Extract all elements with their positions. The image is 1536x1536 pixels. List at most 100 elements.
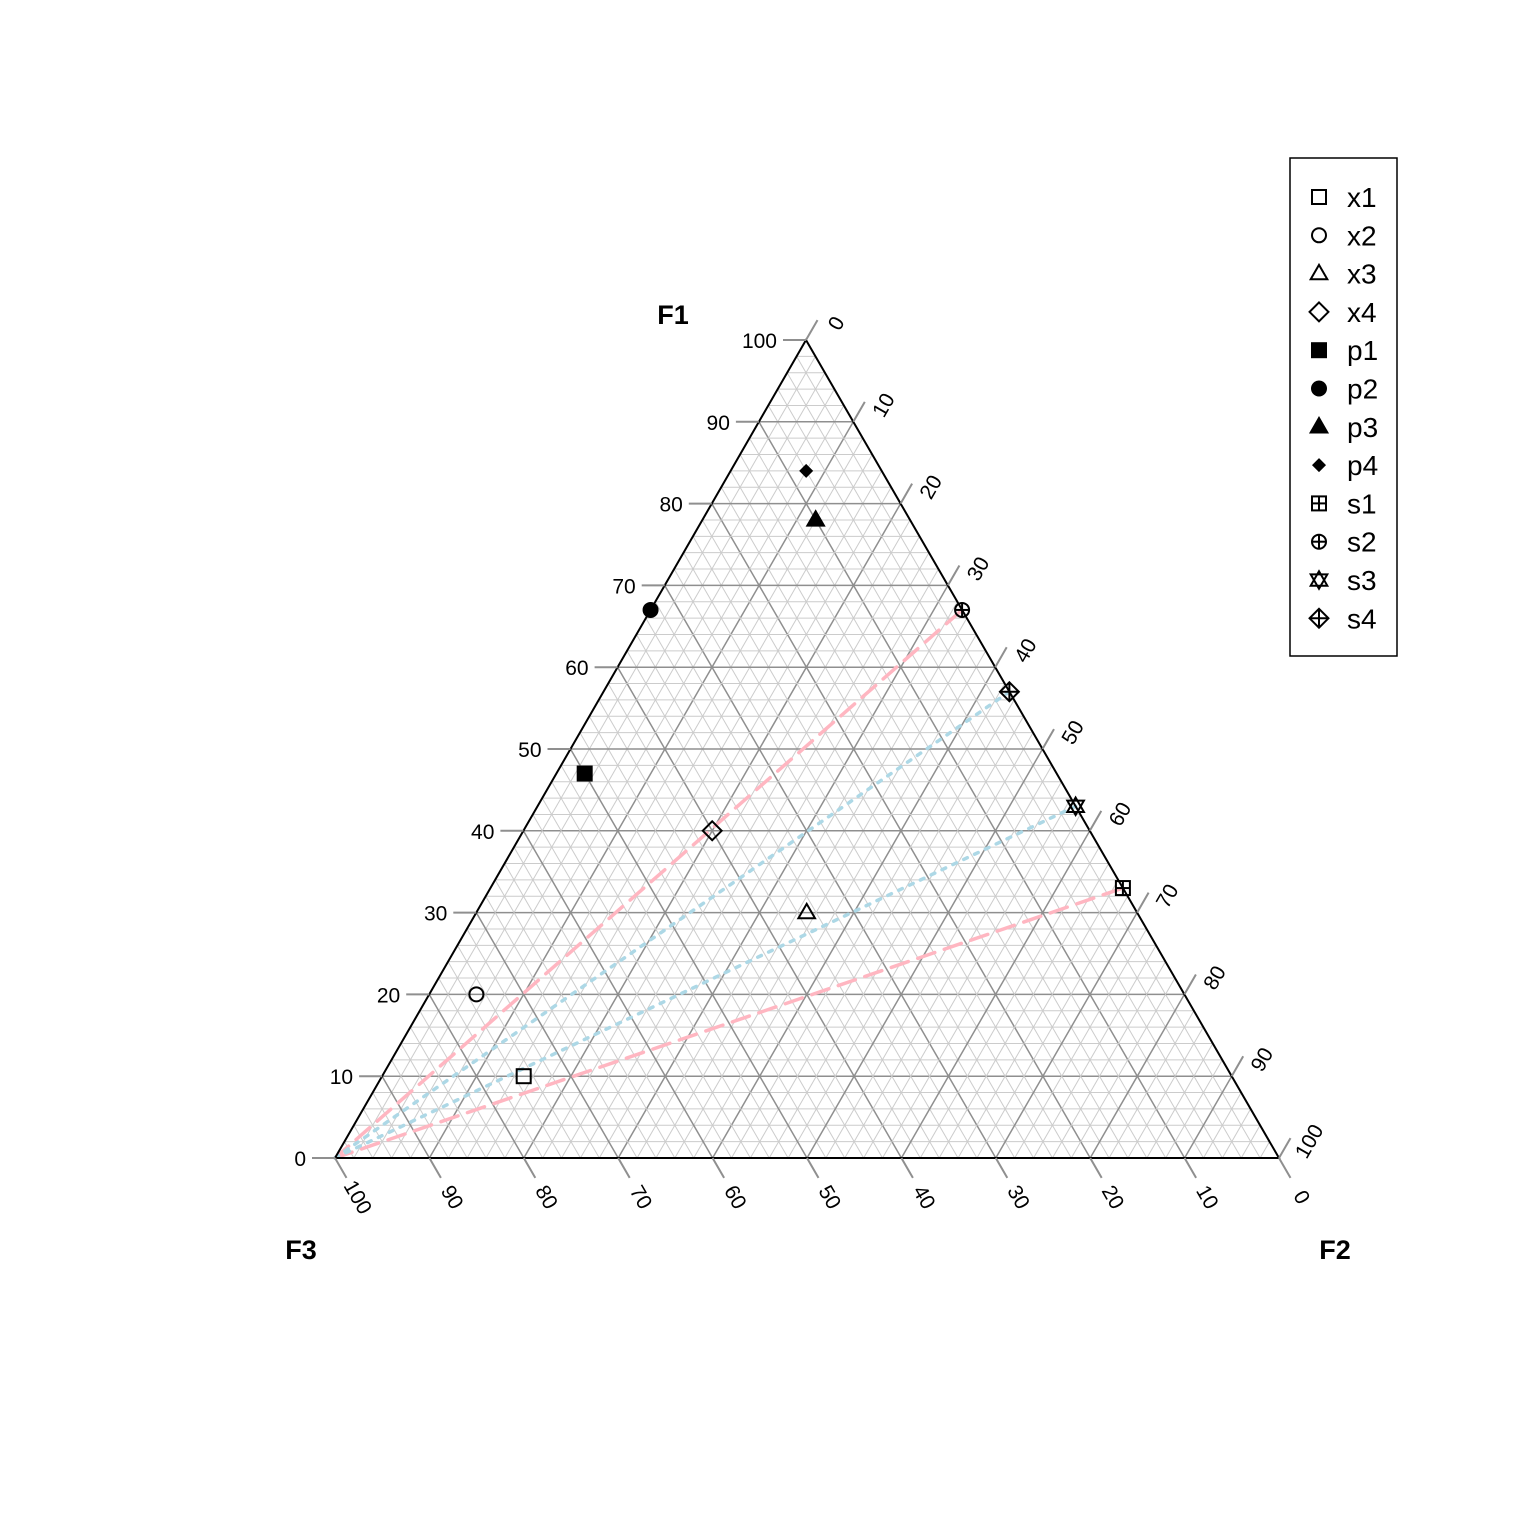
point-s4 bbox=[998, 680, 1021, 703]
legend-marker-x3 bbox=[1308, 262, 1330, 281]
legend-label-p3: p3 bbox=[1347, 412, 1378, 443]
tick-f3 bbox=[1183, 1157, 1197, 1179]
grid-line-f3 bbox=[372, 1092, 411, 1159]
legend-box bbox=[1289, 157, 1398, 657]
tick-label-f1: 40 bbox=[471, 821, 494, 844]
tick-label-f2: 30 bbox=[963, 553, 995, 585]
point-s3 bbox=[1065, 795, 1086, 818]
legend-label-s4: s4 bbox=[1347, 603, 1377, 634]
grid-line-f3 bbox=[541, 797, 751, 1159]
axis-title-f3: F3 bbox=[285, 1235, 317, 1265]
legend-marker-p2 bbox=[1311, 380, 1327, 397]
tick-label-f3: 90 bbox=[436, 1182, 468, 1214]
grid-line-f3 bbox=[419, 1010, 506, 1159]
tick-label-f2: 50 bbox=[1057, 717, 1089, 749]
legend-marker-p1 bbox=[1311, 342, 1327, 359]
point-p1 bbox=[576, 765, 593, 782]
grid-line-f2 bbox=[1146, 1043, 1214, 1159]
grid-line-f2 bbox=[674, 634, 977, 1159]
tick-f2 bbox=[899, 483, 913, 505]
grid-line-f2 bbox=[825, 765, 1053, 1159]
grid-line-f3 bbox=[475, 912, 619, 1159]
grid-line-f3 bbox=[720, 486, 1110, 1159]
tick-label-f3: 80 bbox=[530, 1182, 562, 1214]
grid-line-f3 bbox=[409, 1026, 487, 1159]
legend-label-s1: s1 bbox=[1347, 488, 1377, 519]
tick-f2 bbox=[1278, 1137, 1292, 1159]
grid-line-f2 bbox=[693, 650, 987, 1159]
point-x3 bbox=[796, 901, 817, 920]
tick-label-f3: 40 bbox=[908, 1182, 940, 1214]
tick-label-f3: 10 bbox=[1191, 1182, 1223, 1214]
legend-label-s3: s3 bbox=[1347, 565, 1377, 596]
grid-line-f2 bbox=[428, 421, 854, 1159]
tick-label-f1: 70 bbox=[612, 575, 635, 598]
grid-line-f3 bbox=[777, 388, 1223, 1159]
legend-marker-p4 bbox=[1311, 458, 1327, 473]
tick-label-f1: 30 bbox=[424, 903, 447, 926]
tick-f3 bbox=[1089, 1157, 1103, 1179]
grid-line-f2 bbox=[1203, 1092, 1242, 1159]
tick-label-f2: 100 bbox=[1291, 1121, 1328, 1163]
tick-label-f2: 0 bbox=[824, 313, 850, 335]
grid-line-f3 bbox=[457, 945, 581, 1159]
grid-line-f3 bbox=[626, 650, 921, 1159]
tick-label-f3: 70 bbox=[625, 1182, 657, 1214]
tick-f2 bbox=[1183, 973, 1197, 995]
tick-label-f3: 20 bbox=[1097, 1182, 1129, 1214]
legend-label-s2: s2 bbox=[1347, 527, 1377, 558]
grid-line-f2 bbox=[1052, 961, 1166, 1159]
tick-label-f3: 100 bbox=[339, 1177, 376, 1219]
reference-line bbox=[333, 608, 964, 1160]
grid-line-f2 bbox=[617, 585, 949, 1159]
tick-f3 bbox=[334, 1157, 348, 1179]
grid-line-f3 bbox=[466, 928, 600, 1159]
tick-label-f2: 10 bbox=[868, 390, 900, 422]
grid-line-f3 bbox=[758, 421, 1186, 1159]
tick-f3 bbox=[522, 1157, 537, 1179]
point-x1 bbox=[515, 1068, 532, 1085]
tick-label-f3: 0 bbox=[1288, 1187, 1314, 1209]
grid-line-f2 bbox=[863, 797, 1072, 1159]
grid-line-f2 bbox=[504, 486, 892, 1159]
tick-label-f1: 20 bbox=[377, 984, 400, 1007]
grid-line-f2 bbox=[806, 748, 1044, 1159]
grid-line-f2 bbox=[1240, 1125, 1261, 1159]
tick-f3 bbox=[806, 1157, 820, 1179]
legend-marker-p3 bbox=[1308, 416, 1330, 434]
grid-line-f2 bbox=[731, 683, 1006, 1159]
grid-line-f3 bbox=[664, 585, 997, 1159]
reference-lines bbox=[333, 608, 1125, 1160]
grid-line-f2 bbox=[1221, 1108, 1252, 1159]
grid-line-f3 bbox=[438, 977, 544, 1159]
grid-line-f2 bbox=[749, 699, 1015, 1159]
grid-line-f2 bbox=[900, 830, 1091, 1159]
grid-line-f3 bbox=[607, 683, 883, 1159]
grid-line-f2 bbox=[580, 552, 930, 1159]
legend-marker-s3 bbox=[1308, 569, 1330, 591]
grid-line-f2 bbox=[1108, 1010, 1195, 1159]
tick-f2 bbox=[1088, 810, 1103, 832]
legend-label-x1: x1 bbox=[1347, 182, 1377, 213]
grid-line-f2 bbox=[1033, 945, 1157, 1159]
grid-line-f3 bbox=[598, 699, 865, 1159]
reference-line bbox=[333, 689, 1012, 1160]
grid-line-f3 bbox=[391, 1059, 449, 1159]
tick-f3 bbox=[617, 1157, 631, 1179]
grid-line-f3 bbox=[504, 863, 676, 1159]
grid-line-f3 bbox=[353, 1125, 374, 1159]
grid-line-f2 bbox=[1165, 1059, 1223, 1159]
point-p2 bbox=[642, 601, 659, 618]
grid-line-f2 bbox=[976, 895, 1129, 1159]
point-s2 bbox=[954, 601, 971, 618]
point-x2 bbox=[468, 986, 485, 1003]
tick-label-f1: 90 bbox=[707, 412, 730, 435]
grid-line-f3 bbox=[739, 454, 1148, 1159]
grid-line-f2 bbox=[995, 912, 1138, 1159]
tick-label-f1: 0 bbox=[294, 1148, 306, 1171]
grid-line-f2 bbox=[919, 846, 1100, 1159]
grid-line-f2 bbox=[1070, 977, 1176, 1159]
grid-line-f2 bbox=[957, 879, 1119, 1159]
